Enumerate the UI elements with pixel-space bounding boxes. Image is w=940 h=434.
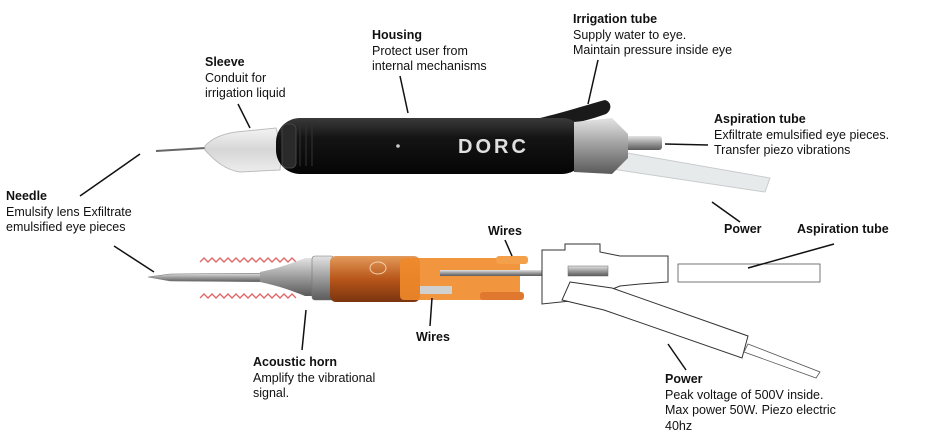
top-handpiece: DORC <box>155 100 771 193</box>
label-power-top: Power <box>724 222 762 236</box>
label-irrigation-tube: Irrigation tube Supply water to eye. Mai… <box>573 12 732 59</box>
leader-aspiration-bottom <box>747 243 835 269</box>
power-bottom-desc-2: Max power 50W. Piezo electric <box>665 403 836 417</box>
housing-desc-2: internal mechanisms <box>372 59 487 73</box>
power-bottom-title: Power <box>665 372 703 386</box>
label-aspiration-tube-bottom: Aspiration tube <box>797 222 889 236</box>
housing-title: Housing <box>372 28 422 42</box>
power-bottom-desc-3: 40hz <box>665 418 693 433</box>
housing-desc-1: Protect user from <box>372 43 468 58</box>
acoustic-horn-desc-2: signal. <box>253 386 290 400</box>
leader-power-top <box>711 201 741 223</box>
aspiration-tube-top-title: Aspiration tube <box>714 112 806 126</box>
acoustic-horn-shape <box>260 258 325 296</box>
irrigation-tube-desc-1: Supply water to eye. <box>573 27 687 42</box>
leader-aspiration-top <box>664 143 709 146</box>
leader-housing <box>399 75 409 114</box>
brand-logo: DORC <box>458 136 529 158</box>
spring-top <box>199 257 297 263</box>
rear-cap-top <box>574 118 628 174</box>
leader-wires-top <box>504 239 513 257</box>
aspiration-tube-top-desc-1: Exfiltrate emulsified eye pieces. <box>714 127 890 142</box>
spring-bottom <box>199 293 297 299</box>
needle-title: Needle <box>6 189 47 203</box>
sleeve-title: Sleeve <box>205 55 245 69</box>
leader-wires-bottom <box>429 297 433 327</box>
leader-needle-top <box>79 153 141 197</box>
sleeve-desc-1: Conduit for <box>205 70 267 85</box>
power-bottom-desc-1: Peak voltage of 500V inside. <box>665 387 824 402</box>
acoustic-horn-desc-1: Amplify the vibrational <box>253 370 376 385</box>
leader-sleeve <box>237 103 251 129</box>
label-needle: Needle Emulsify lens Exfiltrate emulsifi… <box>6 189 132 236</box>
acoustic-horn-title: Acoustic horn <box>253 355 338 369</box>
label-sleeve: Sleeve Conduit for irrigation liquid <box>205 55 286 102</box>
leader-lines <box>79 59 835 371</box>
aspiration-port-top <box>620 136 662 150</box>
aspiration-tube-outline <box>677 263 821 283</box>
label-acoustic-horn: Acoustic horn Amplify the vibrational si… <box>253 355 375 402</box>
needle-desc-2: emulsified eye pieces <box>6 220 126 234</box>
label-power-bottom: Power Peak voltage of 500V inside. Max p… <box>665 372 836 434</box>
label-wires-top: Wires <box>488 224 522 238</box>
label-wires-bottom: Wires <box>416 330 450 344</box>
label-housing: Housing Protect user from internal mecha… <box>372 28 487 75</box>
leader-needle-bottom <box>113 245 155 273</box>
aspiration-tube-top-desc-2: Transfer piezo vibrations <box>714 143 851 157</box>
wire-tip-lower <box>480 292 524 300</box>
sleeve-shape <box>204 127 283 173</box>
needle-desc-1: Emulsify lens Exfiltrate <box>6 204 132 219</box>
label-aspiration-tube-top: Aspiration tube Exfiltrate emulsified ey… <box>714 112 889 159</box>
piezo-stack <box>330 256 420 302</box>
leader-power-bottom <box>667 343 687 371</box>
leader-acoustic-horn <box>301 309 307 351</box>
irrigation-tube-desc-2: Maintain pressure inside eye <box>573 43 733 57</box>
power-tube-outline <box>561 281 749 359</box>
irrigation-tube-title: Irrigation tube <box>573 12 658 26</box>
leader-irrigation <box>587 59 599 105</box>
wire-tip-upper <box>496 256 528 264</box>
bottom-cutaway <box>147 243 821 379</box>
housing-shape <box>276 118 586 174</box>
sleeve-desc-2: irrigation liquid <box>205 86 286 100</box>
